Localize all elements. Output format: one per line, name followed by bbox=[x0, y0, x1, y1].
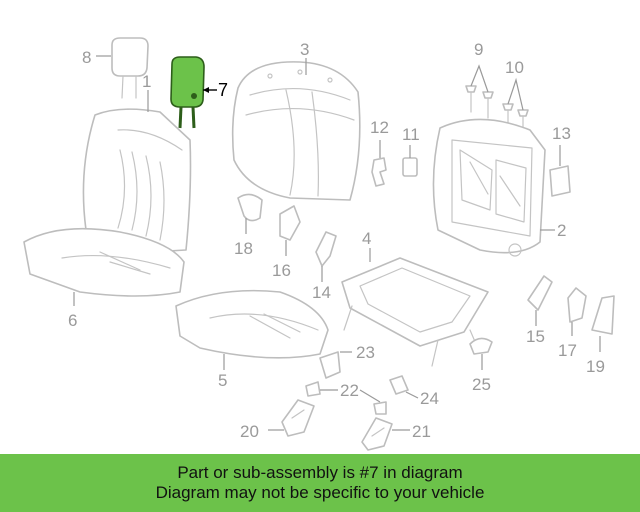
part-2-seat-frame[interactable] bbox=[432, 118, 546, 257]
part-12-bracket[interactable] bbox=[371, 157, 387, 187]
part-22-spacers[interactable] bbox=[305, 381, 387, 415]
part-17-cover[interactable] bbox=[567, 287, 587, 323]
callout-23: 23 bbox=[356, 343, 375, 362]
callout-8: 8 bbox=[82, 48, 91, 67]
callout-9: 9 bbox=[474, 40, 483, 59]
banner-line-disclaimer: Diagram may not be specific to your vehi… bbox=[155, 483, 485, 502]
part-19-panel[interactable] bbox=[591, 295, 615, 335]
part-3-seat-back-rear[interactable] bbox=[231, 61, 361, 201]
callout-2: 2 bbox=[557, 221, 566, 240]
callout-19: 19 bbox=[586, 357, 605, 376]
part-24-clip[interactable] bbox=[389, 375, 409, 395]
callout-4: 4 bbox=[362, 229, 371, 248]
callout-12: 12 bbox=[370, 118, 389, 137]
part-11-cover[interactable] bbox=[402, 157, 418, 177]
callout-14: 14 bbox=[312, 283, 331, 302]
part-6-seat-cushion[interactable] bbox=[23, 227, 185, 297]
callout-18: 18 bbox=[234, 239, 253, 258]
callout-10: 10 bbox=[505, 58, 524, 77]
callout-6: 6 bbox=[68, 311, 77, 330]
part-5-seat-cushion[interactable] bbox=[175, 289, 329, 359]
leader-22 bbox=[320, 389, 381, 403]
part-14-trim[interactable] bbox=[315, 231, 337, 267]
callout-1: 1 bbox=[142, 72, 151, 91]
callout-16: 16 bbox=[272, 261, 291, 280]
callout-11: 11 bbox=[402, 125, 420, 144]
leader-24 bbox=[405, 391, 419, 399]
part-20-cover[interactable] bbox=[281, 399, 315, 437]
callout-20: 20 bbox=[240, 422, 259, 441]
callout-24: 24 bbox=[420, 389, 439, 408]
part-16-latch-cover[interactable] bbox=[279, 205, 301, 241]
part-9-bolts[interactable] bbox=[465, 85, 494, 119]
part-15-trim[interactable] bbox=[527, 275, 553, 311]
callout-22: 22 bbox=[340, 381, 359, 400]
leader-10 bbox=[507, 77, 524, 111]
part-13-cover[interactable] bbox=[549, 165, 571, 197]
callout-17: 17 bbox=[558, 341, 577, 360]
part-1-seat-back[interactable] bbox=[82, 108, 192, 253]
info-banner: Part or sub-assembly is #7 in diagram Di… bbox=[0, 454, 640, 512]
part-18-hinge-cover[interactable] bbox=[237, 193, 263, 222]
banner-line-part: Part or sub-assembly is #7 in diagram bbox=[177, 463, 463, 482]
callout-13: 13 bbox=[552, 124, 571, 143]
part-23-bracket[interactable] bbox=[319, 351, 341, 379]
callout-5: 5 bbox=[218, 371, 227, 390]
part-7-headrest[interactable] bbox=[170, 56, 205, 129]
part-8-headrest[interactable] bbox=[111, 37, 149, 99]
leader-9 bbox=[470, 64, 489, 93]
callout-3: 3 bbox=[300, 40, 309, 59]
part-4-seat-base-frame[interactable] bbox=[341, 257, 489, 367]
part-25-clip[interactable] bbox=[469, 337, 493, 355]
callout-15: 15 bbox=[526, 327, 545, 346]
callout-21: 21 bbox=[412, 422, 431, 441]
callout-25: 25 bbox=[472, 375, 491, 394]
callout-7: 7 bbox=[218, 80, 228, 100]
part-21-cover[interactable] bbox=[361, 417, 393, 451]
diagram-svg: 8 7 1 3 9 bbox=[23, 37, 615, 451]
